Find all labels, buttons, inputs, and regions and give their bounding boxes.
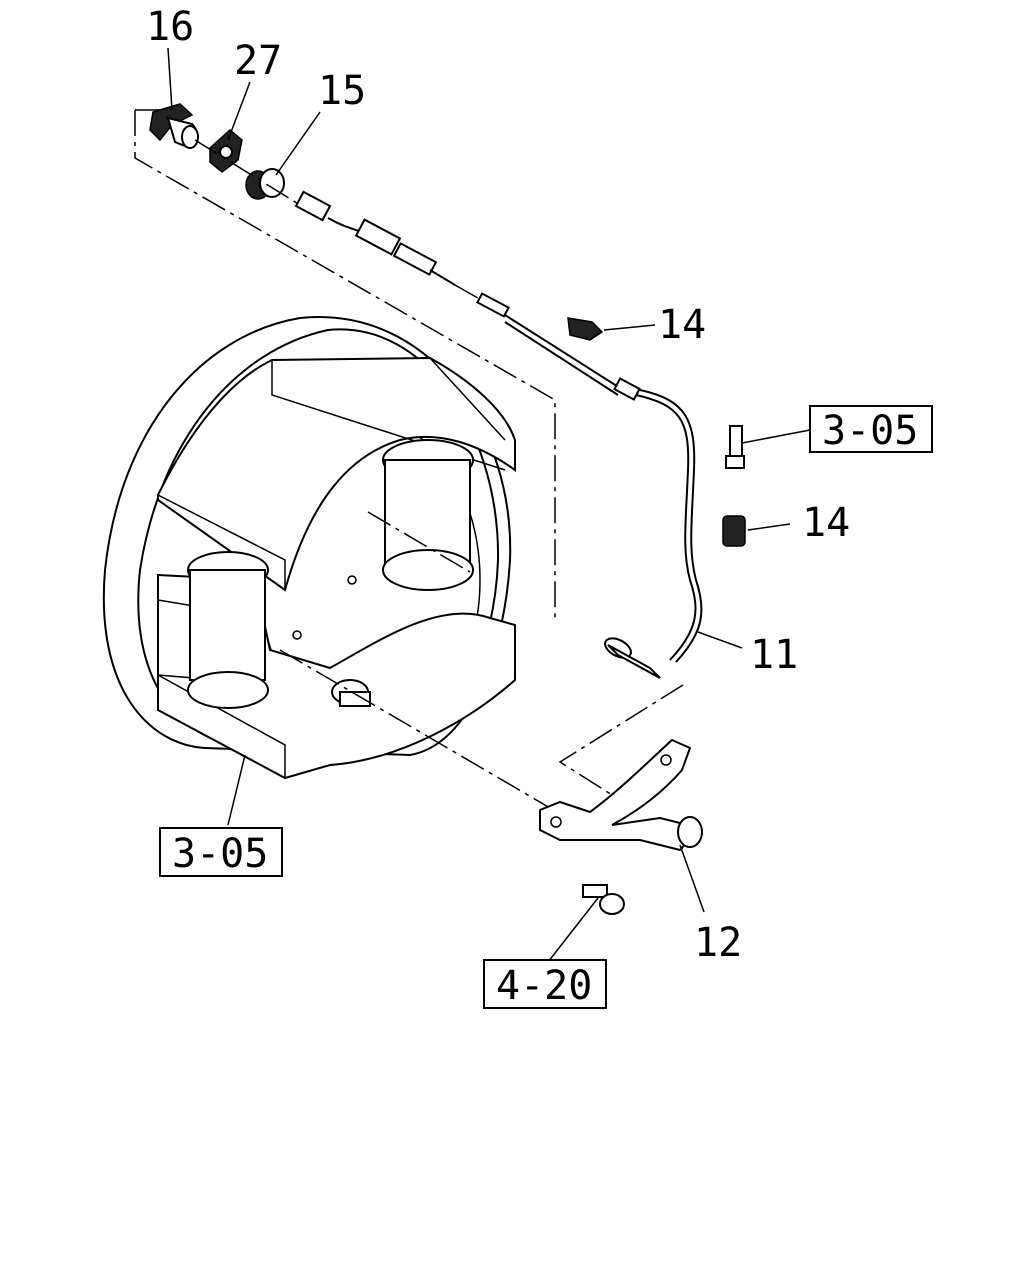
ref-box-3-05-left: 3-05: [159, 827, 283, 877]
bolt-4-20: [582, 884, 625, 915]
ref-box-3-05-right: 3-05: [809, 405, 933, 454]
part-15-grommet: [245, 168, 285, 200]
callout-27: 27: [234, 38, 282, 84]
callout-15: 15: [318, 68, 366, 114]
part-12-bracket: [539, 738, 703, 852]
part-14-clip-upper: [567, 317, 604, 341]
part-14-clip-lower: [722, 515, 746, 547]
leader-lines: [167, 47, 811, 963]
callout-16: 16: [146, 4, 194, 50]
upper-brake-shoe: [157, 356, 516, 592]
callout-14-lower: 14: [802, 500, 850, 546]
callout-14-upper: 14: [658, 302, 706, 348]
part-16-cap: [149, 103, 199, 150]
part-11-sensor-wire: [194, 139, 703, 679]
part-27-clip: [209, 129, 243, 173]
bolt-3-05: [725, 425, 745, 469]
projection-line-bracket: [279, 649, 551, 809]
ref-3-05-right-label: 3-05: [822, 408, 918, 454]
projection-line-cylinder: [367, 511, 471, 573]
ref-3-05-left-label: 3-05: [172, 831, 268, 877]
center-stud: [331, 679, 371, 707]
ref-4-20-label: 4-20: [496, 963, 592, 1009]
callout-11: 11: [750, 632, 798, 678]
ref-box-4-20: 4-20: [483, 959, 607, 1009]
callout-12: 12: [694, 920, 742, 966]
